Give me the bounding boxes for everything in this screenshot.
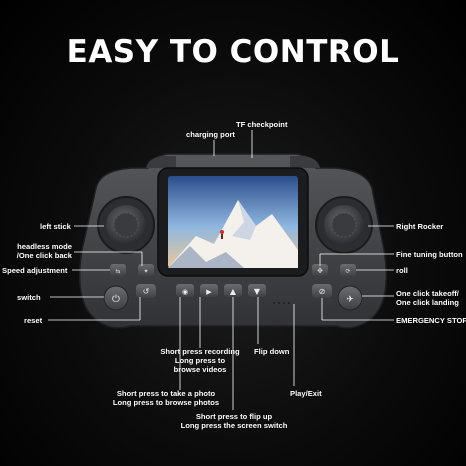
- label-switch: switch: [17, 293, 41, 302]
- label-recording-line2: Long press to: [174, 356, 226, 365]
- record-button[interactable]: ▶: [200, 284, 218, 297]
- speed-adjustment-button[interactable]: [110, 264, 126, 276]
- headline: EASY TO CONTROL: [66, 34, 400, 70]
- label-takeoff-line2: One click landing: [396, 298, 459, 307]
- label-play-exit: Play/Exit: [290, 389, 322, 398]
- label-headless-mode-line2: /One click back: [16, 251, 72, 260]
- label-charging-port: charging port: [186, 130, 235, 139]
- takeoff-icon: ✈: [346, 295, 354, 305]
- headless-icon: ✦: [143, 268, 148, 275]
- fine-tuning-button[interactable]: [312, 264, 328, 276]
- right-stick[interactable]: [315, 196, 373, 254]
- left-stick[interactable]: [97, 196, 155, 254]
- label-takeoff-line1: One click takeoff/: [396, 289, 459, 298]
- label-speed-adjustment: Speed adjustment: [2, 266, 68, 275]
- flip-down-button[interactable]: ▼: [248, 284, 266, 297]
- headless-button[interactable]: [138, 264, 154, 276]
- leader-lines: [48, 130, 394, 410]
- label-left-stick: left stick: [40, 222, 71, 231]
- speed-icon: ⇆: [115, 268, 120, 275]
- takeoff-landing-button[interactable]: ✈: [337, 285, 363, 311]
- roll-icon: ⟳: [345, 268, 350, 275]
- label-recording-line3: browse videos: [173, 365, 227, 374]
- down-arrow-icon: ▼: [254, 287, 261, 296]
- label-recording-line1: Short press recording: [160, 347, 240, 356]
- label-roll: roll: [396, 266, 408, 275]
- up-arrow-icon: ▲: [230, 287, 237, 296]
- camera-button[interactable]: ◉: [176, 284, 194, 297]
- label-headless-mode-line1: headless mode: [17, 242, 72, 251]
- stop-icon: ⊘: [319, 287, 326, 296]
- label-headless-mode: headless mode /One click back: [12, 242, 72, 260]
- label-recording: Short press recording Long press to brow…: [150, 347, 250, 374]
- flip-up-button[interactable]: ▲: [224, 284, 242, 297]
- fine-tune-icon: ✥: [317, 267, 323, 275]
- label-takeoff-landing: One click takeoff/ One click landing: [396, 289, 459, 307]
- label-tf-checkpoint: TF checkpoint: [236, 120, 288, 129]
- label-photo-line1: Short press to take a photo: [116, 389, 216, 398]
- label-photo: Short press to take a photo Long press t…: [110, 389, 222, 407]
- reset-arrow-icon: ↺: [143, 287, 150, 296]
- label-flip-down: Flip down: [254, 347, 290, 356]
- camera-icon: ◉: [182, 288, 188, 296]
- label-flip-up-line1: Short press to flip up: [195, 412, 273, 421]
- label-photo-line2: Long press to browse photos: [112, 398, 220, 407]
- speaker-grille: [273, 302, 290, 304]
- video-icon: ▶: [206, 288, 212, 296]
- label-emergency-stop: EMERGENCY STOP: [396, 316, 466, 325]
- roll-button[interactable]: [340, 264, 356, 276]
- label-flip-up-line2: Long press the screen switch: [180, 421, 288, 430]
- emergency-stop-button[interactable]: ⊘: [312, 284, 332, 298]
- label-right-rocker: Right Rocker: [396, 222, 444, 231]
- switch-button[interactable]: ⏻: [103, 285, 129, 311]
- display-screen: [168, 176, 298, 268]
- label-fine-tuning: Fine tuning button: [396, 250, 463, 259]
- power-icon: ⏻: [112, 294, 120, 305]
- reset-button[interactable]: ↺: [136, 284, 156, 298]
- label-reset: reset: [24, 316, 43, 325]
- label-flip-up: Short press to flip up Long press the sc…: [176, 412, 292, 430]
